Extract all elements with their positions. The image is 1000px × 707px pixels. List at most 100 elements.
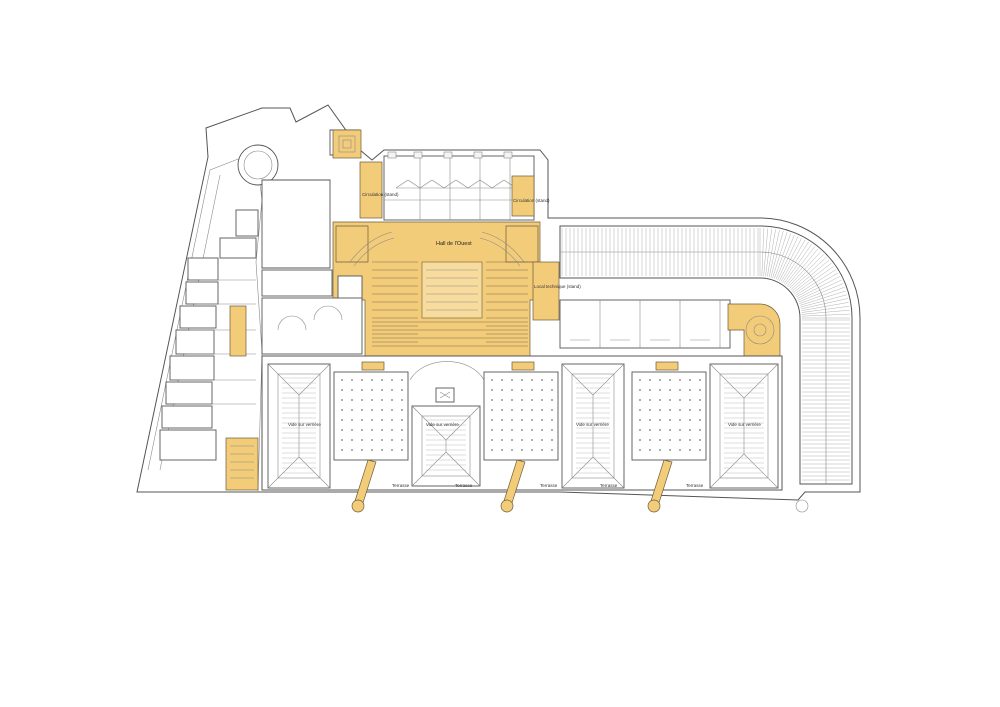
column-dot xyxy=(351,449,353,451)
column-dot xyxy=(381,439,383,441)
ramp-line xyxy=(786,248,819,286)
column-dot xyxy=(659,389,661,391)
terrace-label-2: Terrasse xyxy=(455,483,473,488)
column-dot xyxy=(521,429,523,431)
column-dot xyxy=(401,379,403,381)
column-dot xyxy=(391,439,393,441)
column-dot xyxy=(541,409,543,411)
column-dot xyxy=(381,389,383,391)
circulation-right-room xyxy=(511,175,535,217)
column-dot xyxy=(401,399,403,401)
column-dot xyxy=(699,439,701,441)
column-dot xyxy=(659,419,661,421)
column-dot xyxy=(501,429,503,431)
column-dot xyxy=(649,399,651,401)
hall-seating xyxy=(372,261,528,347)
column-dot xyxy=(699,379,701,381)
ramp-line xyxy=(788,251,821,288)
ramp-line xyxy=(774,233,791,279)
column-dot xyxy=(341,409,343,411)
column-dot xyxy=(491,449,493,451)
column-dot xyxy=(669,389,671,391)
column-dot xyxy=(659,439,661,441)
column-dot xyxy=(659,429,661,431)
column-dot xyxy=(521,399,523,401)
column-dot xyxy=(491,389,493,391)
column-dot xyxy=(689,439,691,441)
column-dot xyxy=(659,399,661,401)
ramp-line xyxy=(796,272,839,298)
column-dot xyxy=(511,419,513,421)
column-dot xyxy=(361,399,363,401)
ramp-line xyxy=(777,236,799,281)
column-dot xyxy=(649,449,651,451)
skylight-ridge xyxy=(709,363,779,489)
column-dot xyxy=(401,409,403,411)
terrace-label-4: Terrasse xyxy=(600,483,618,488)
spiral-stair-east xyxy=(727,303,781,357)
column-dot xyxy=(491,439,493,441)
column-dot xyxy=(341,429,343,431)
column-dot xyxy=(699,419,701,421)
column-dot xyxy=(371,379,373,381)
ramp-line xyxy=(797,276,840,299)
terrace-label-1: Terrasse xyxy=(392,483,410,488)
hall-side-rooms xyxy=(261,269,363,355)
ramp-line xyxy=(785,246,815,285)
column-dot xyxy=(689,399,691,401)
ramp-line xyxy=(761,228,765,277)
column-dot xyxy=(679,409,681,411)
column-dot xyxy=(511,399,513,401)
column-dot xyxy=(351,439,353,441)
column-dot xyxy=(371,419,373,421)
column-dot xyxy=(501,379,503,381)
passage-2 xyxy=(511,361,535,371)
central-north-rooms xyxy=(383,151,535,221)
column-dot xyxy=(541,389,543,391)
column-dot xyxy=(531,389,533,391)
column-dot xyxy=(351,379,353,381)
column-dot xyxy=(551,389,553,391)
column-dot xyxy=(649,389,651,391)
column-dot xyxy=(371,449,373,451)
skylight-ridge xyxy=(411,405,481,487)
ramp-line xyxy=(772,232,788,279)
circulation-right-label: Circulation (stand) xyxy=(513,198,550,203)
ramp-line xyxy=(793,263,832,293)
void-label-4: Vide sur verrière xyxy=(728,422,761,427)
circulation-left-room xyxy=(359,161,383,219)
ramp-line xyxy=(770,231,784,278)
ramp-line xyxy=(801,313,850,317)
passage-1 xyxy=(361,361,385,371)
ramp-line xyxy=(779,238,802,281)
column-dot xyxy=(371,409,373,411)
terrace-label-3: Terrasse xyxy=(540,483,558,488)
skylight-ridge xyxy=(561,363,625,489)
column-dot xyxy=(669,409,671,411)
stair-left-mid xyxy=(229,305,247,357)
column-dot xyxy=(381,429,383,431)
column-dot xyxy=(679,399,681,401)
column-dot xyxy=(381,399,383,401)
skylight-inner xyxy=(719,373,769,479)
column-dot xyxy=(511,389,513,391)
ramp-line xyxy=(775,234,795,280)
column-dot xyxy=(551,429,553,431)
column-dot xyxy=(371,439,373,441)
ramp-line xyxy=(798,283,844,303)
column-dot xyxy=(391,429,393,431)
ramp-line xyxy=(801,302,849,311)
column-dot xyxy=(511,449,513,451)
column-dot xyxy=(521,439,523,441)
column-dot xyxy=(501,409,503,411)
column-dot xyxy=(341,419,343,421)
column-dot xyxy=(551,409,553,411)
column-dot xyxy=(501,449,503,451)
column-dot xyxy=(391,389,393,391)
column-dot xyxy=(501,389,503,391)
main-hall xyxy=(332,221,541,357)
column-dot xyxy=(361,429,363,431)
column-dot xyxy=(401,449,403,451)
column-dot xyxy=(401,429,403,431)
